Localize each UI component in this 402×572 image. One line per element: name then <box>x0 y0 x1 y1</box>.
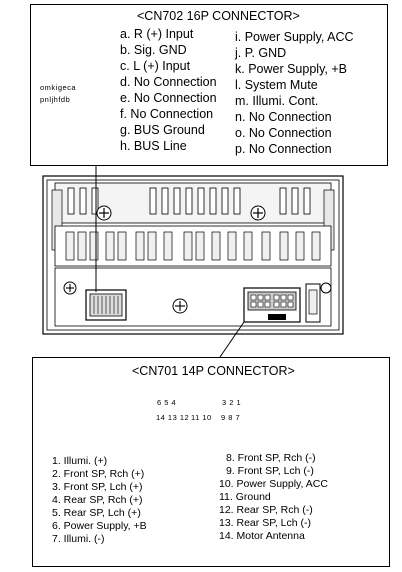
cn701-face-bottom-mid: 11 10 <box>191 413 212 422</box>
cn702-pin-h: h. BUS Line <box>120 139 187 153</box>
cn702-pin-e: e. No Connection <box>120 91 217 105</box>
cn702-pin-m: m. Illumi. Cont. <box>235 94 319 108</box>
cn701-face-top-right: 3 2 1 <box>222 398 242 407</box>
cn701-pin-1: 1. Illumi. (+) <box>52 455 108 467</box>
cn701-pin-14: 14. Motor Antenna <box>219 530 305 542</box>
cn702-pin-b: b. Sig. GND <box>120 43 187 57</box>
cn702-pin-i: i. Power Supply, ACC <box>235 30 354 44</box>
cn702-pin-o: o. No Connection <box>235 126 332 140</box>
cn701-pin-8: 8. Front SP, Rch (-) <box>226 452 316 464</box>
cn702-pin-c: c. L (+) Input <box>120 59 191 73</box>
cn702-pin-p: p. No Connection <box>235 142 332 156</box>
cn702-title: <CN702 16P CONNECTOR> <box>137 9 300 23</box>
cn702-pin-j: j. P. GND <box>235 46 287 60</box>
cn701-pin-13: 13. Rear SP, Lch (-) <box>219 517 312 529</box>
cn702-face-top-row: omkigeca <box>40 83 77 92</box>
cn701-face-bottom-right: 9 8 7 <box>221 413 241 422</box>
cn701-pin-12: 12. Rear SP, Rch (-) <box>219 504 313 516</box>
cn701-face-top-left: 6 5 4 <box>157 398 177 407</box>
cn702-pin-n: n. No Connection <box>235 110 332 124</box>
cn701-pinout-box <box>32 357 390 567</box>
cn702-pinout-box <box>30 4 388 166</box>
cn702-pin-l: l. System Mute <box>235 78 318 92</box>
cn701-pin-10: 10. Power Supply, ACC <box>219 478 328 490</box>
cn701-pin-2: 2. Front SP, Rch (+) <box>52 468 145 480</box>
cn701-pin-11: 11. Ground <box>219 491 271 503</box>
cn702-pin-a: a. R (+) Input <box>120 27 194 41</box>
cn702-pin-d: d. No Connection <box>120 75 217 89</box>
cn701-face-bottom-left: 14 13 12 <box>156 413 190 422</box>
cn701-title: <CN701 14P CONNECTOR> <box>132 364 295 378</box>
cn701-pin-9: 9. Front SP, Lch (-) <box>226 465 314 477</box>
cn701-pin-6: 6. Power Supply, +B <box>52 520 147 532</box>
cn702-face-bottom-row: pnljhfdb <box>40 95 71 104</box>
cn702-pin-g: g. BUS Ground <box>120 123 205 137</box>
cn701-pin-3: 3. Front SP, Lch (+) <box>52 481 143 493</box>
cn701-pin-5: 5. Rear SP, Lch (+) <box>52 507 141 519</box>
cn702-pin-f: f. No Connection <box>120 107 214 121</box>
cn701-pin-7: 7. Illumi. (-) <box>52 533 105 545</box>
cn701-pin-4: 4. Rear SP, Rch (+) <box>52 494 143 506</box>
cn702-pin-k: k. Power Supply, +B <box>235 62 347 76</box>
